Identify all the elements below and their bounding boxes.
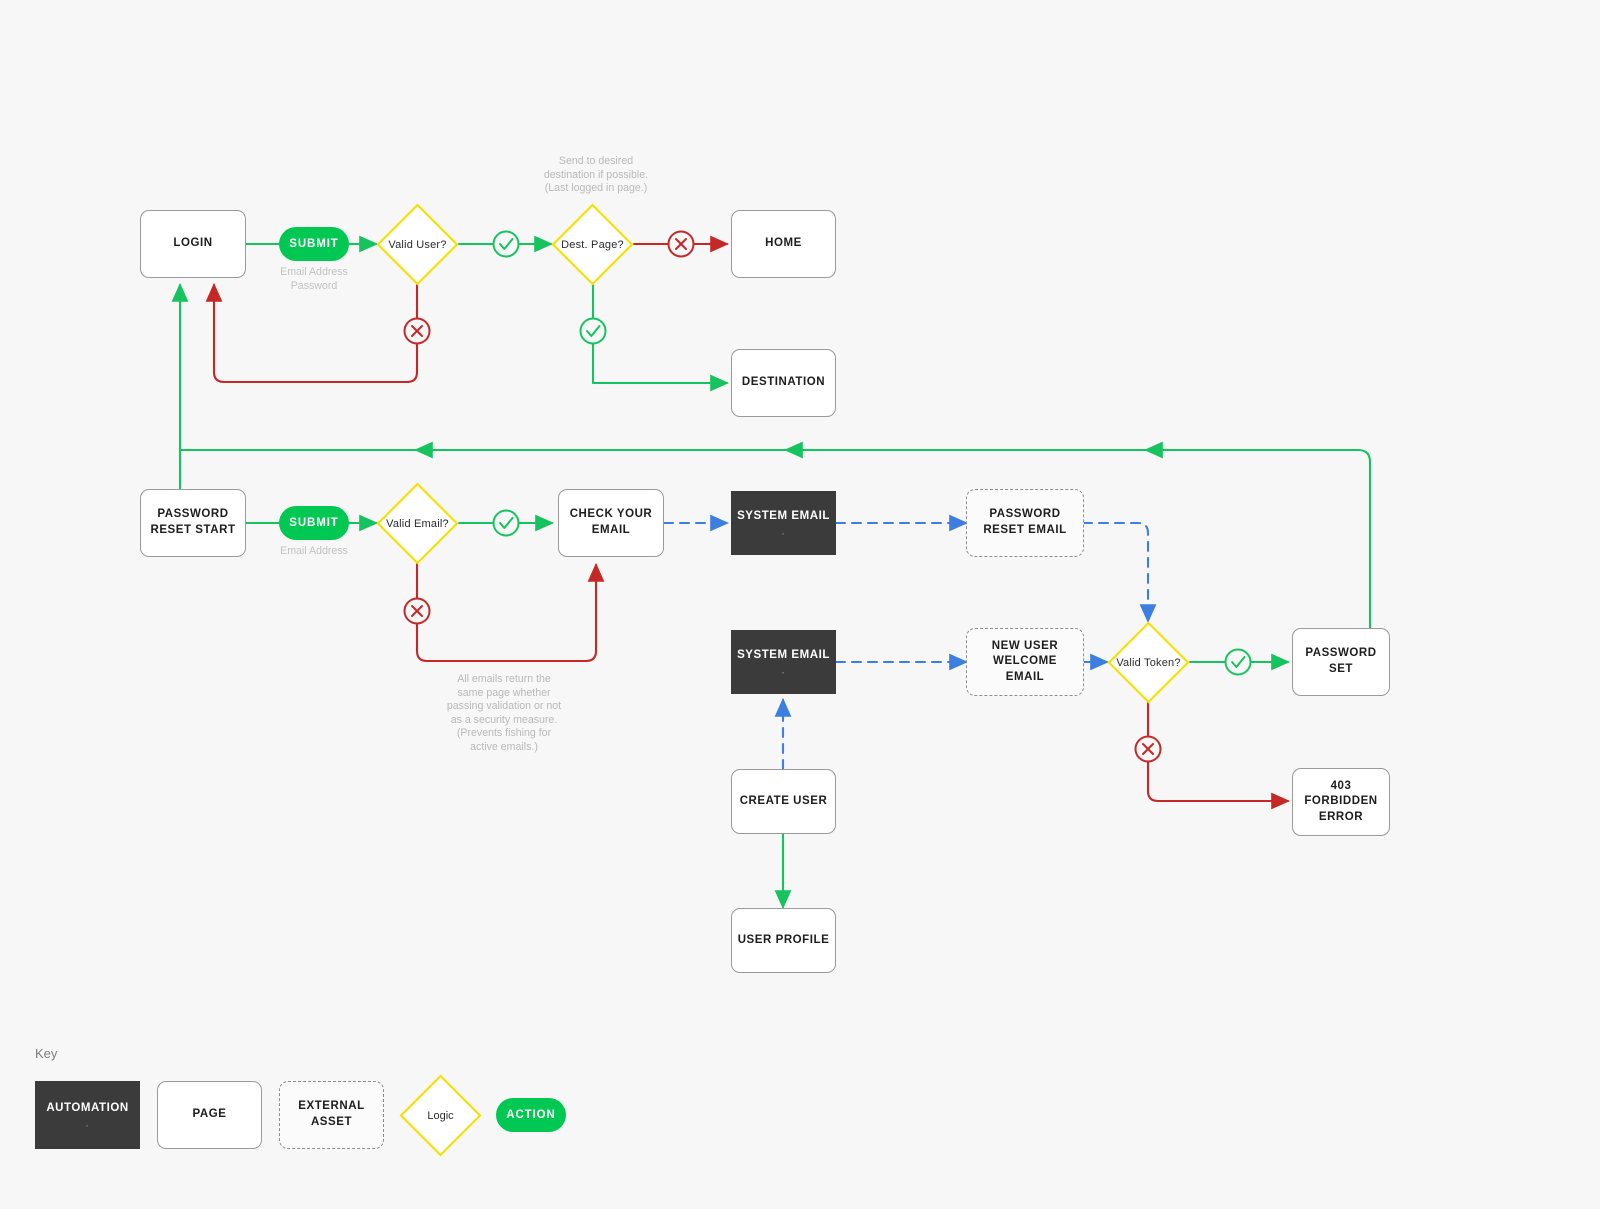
key-item-action: ACTION <box>496 1098 566 1132</box>
node-valid-user-label: Valid User? <box>388 238 447 251</box>
node-valid-email-label: Valid Email? <box>386 517 449 530</box>
node-password-reset-start-label: PASSWORD RESET START <box>150 508 236 536</box>
key-item-external-asset: EXTERNAL ASSET <box>279 1081 384 1149</box>
node-password-reset-email[interactable]: PASSWORD RESET EMAIL <box>966 489 1084 557</box>
key-automation-dot: · <box>85 1121 90 1132</box>
node-login-submit[interactable]: SUBMIT <box>279 227 349 261</box>
node-destination-label: DESTINATION <box>741 376 826 389</box>
node-password-set-label: PASSWORD SET <box>1305 647 1377 675</box>
system-email-1-dot: · <box>781 529 786 540</box>
node-destination[interactable]: DESTINATION <box>731 349 836 417</box>
node-user-profile-label: USER PROFILE <box>737 933 830 946</box>
node-check-your-email-label: CHECK YOUR EMAIL <box>569 508 653 536</box>
note-security: All emails return the same page whether … <box>446 673 562 753</box>
node-reset-submit[interactable]: SUBMIT <box>279 506 349 540</box>
node-reset-submit-label: SUBMIT <box>289 517 339 529</box>
diamond-shape <box>376 203 459 286</box>
node-dest-page[interactable]: Dest. Page? <box>551 203 634 286</box>
node-create-user-label: CREATE USER <box>739 794 828 807</box>
key-item-action-label: ACTION <box>506 1109 556 1121</box>
key-item-external-asset-label: EXTERNAL ASSET <box>298 1100 365 1128</box>
node-dest-page-label: Dest. Page? <box>561 238 624 251</box>
node-system-email-2[interactable]: SYSTEM EMAIL · <box>731 630 836 694</box>
key-item-page-label: PAGE <box>192 1108 227 1121</box>
diamond-shape <box>376 482 459 565</box>
node-login-submit-label: SUBMIT <box>289 238 339 250</box>
node-system-email-1-label: SYSTEM EMAIL <box>737 509 830 522</box>
key-item-page: PAGE <box>157 1081 262 1149</box>
node-check-your-email[interactable]: CHECK YOUR EMAIL <box>558 489 664 557</box>
node-user-profile[interactable]: USER PROFILE <box>731 908 836 973</box>
node-create-user[interactable]: CREATE USER <box>731 769 836 834</box>
reset-submit-fields: Email Address <box>280 545 348 557</box>
diamond-shape <box>551 203 634 286</box>
login-submit-fields: Email Address Password <box>280 266 348 292</box>
node-home-label: HOME <box>765 237 802 250</box>
key-item-automation: AUTOMATION · <box>35 1081 140 1149</box>
node-system-email-2-label: SYSTEM EMAIL <box>737 648 830 661</box>
node-valid-user[interactable]: Valid User? <box>376 203 459 286</box>
key-item-logic-label: Logic <box>427 1109 454 1122</box>
diamond-shape <box>1107 621 1190 704</box>
key-item-logic: Logic <box>399 1074 482 1157</box>
node-login-label: LOGIN <box>173 237 213 250</box>
node-home[interactable]: HOME <box>731 210 836 278</box>
node-403-forbidden-error[interactable]: 403 FORBIDDEN ERROR <box>1292 768 1390 836</box>
node-valid-email[interactable]: Valid Email? <box>376 482 459 565</box>
node-system-email-1[interactable]: SYSTEM EMAIL · <box>731 491 836 555</box>
node-new-user-welcome-email[interactable]: NEW USER WELCOME EMAIL <box>966 628 1084 696</box>
node-new-user-welcome-email-label: NEW USER WELCOME EMAIL <box>991 639 1059 683</box>
node-password-set[interactable]: PASSWORD SET <box>1292 628 1390 696</box>
node-login[interactable]: LOGIN <box>140 210 246 278</box>
node-valid-token-label: Valid Token? <box>1116 656 1181 669</box>
key-item-automation-label: AUTOMATION <box>46 1101 129 1114</box>
key-title: Key <box>35 1046 58 1061</box>
node-password-reset-email-label: PASSWORD RESET EMAIL <box>983 508 1067 536</box>
node-403-forbidden-error-label: 403 FORBIDDEN ERROR <box>1304 779 1378 823</box>
note-destination: Send to desired destination if possible.… <box>543 155 649 195</box>
node-valid-token[interactable]: Valid Token? <box>1107 621 1190 704</box>
node-password-reset-start[interactable]: PASSWORD RESET START <box>140 489 246 557</box>
system-email-2-dot: · <box>781 668 786 679</box>
diamond-shape <box>399 1074 482 1157</box>
